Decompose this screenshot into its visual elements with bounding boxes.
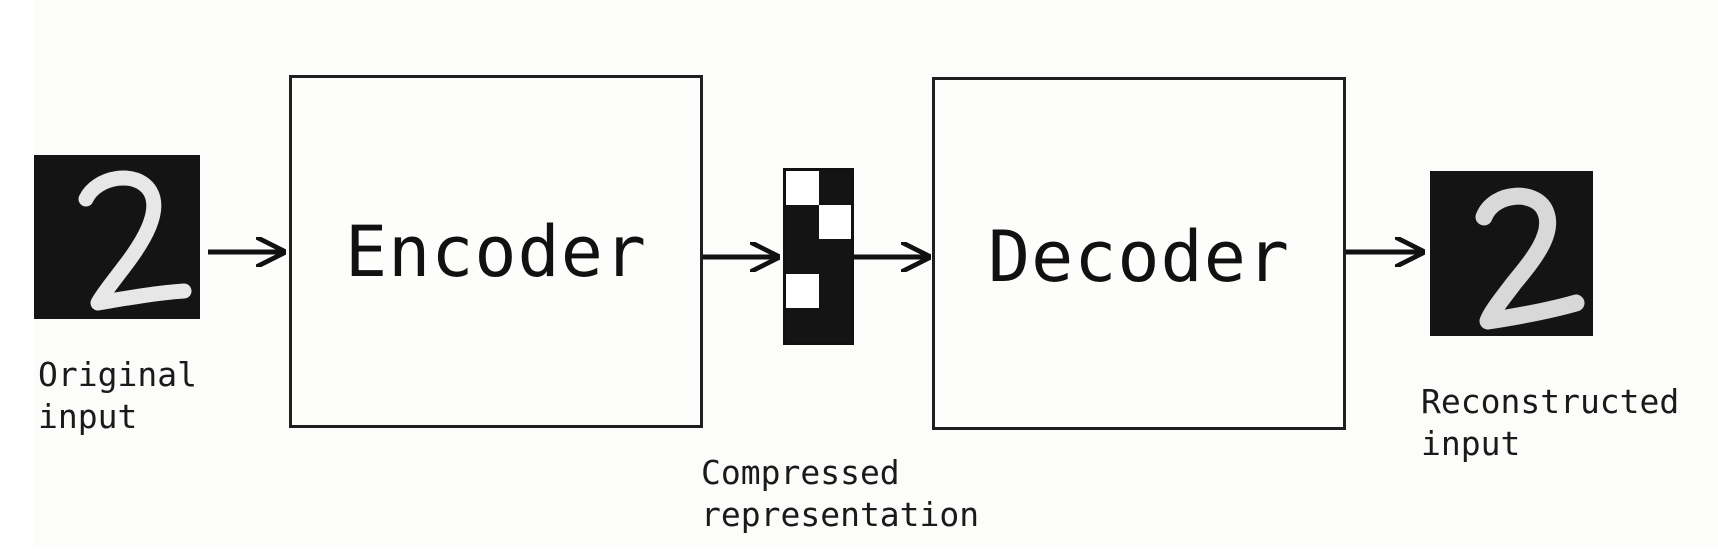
decoder-label: Decoder xyxy=(987,215,1290,298)
compressed-representation-caption: Compressed representation xyxy=(701,452,979,536)
digit-two-icon xyxy=(78,170,192,311)
original-input-caption-line-1: Original xyxy=(38,355,197,394)
reconstructed-input-caption: Reconstructed input xyxy=(1421,381,1679,465)
original-input-caption: Original input xyxy=(38,354,197,438)
encoder-label: Encoder xyxy=(344,210,647,293)
compressed-representation-grid xyxy=(783,168,854,345)
decoder-box: Decoder xyxy=(932,77,1346,430)
original-input-caption-line-2: input xyxy=(38,397,138,436)
code-cell-inactive xyxy=(818,273,851,308)
reconstructed-caption-line-2: input xyxy=(1421,424,1521,463)
original-input-image xyxy=(34,155,200,319)
code-cell-inactive xyxy=(786,205,819,240)
code-cell-inactive xyxy=(818,171,851,206)
code-cell-active xyxy=(786,171,819,206)
code-cell-active xyxy=(818,205,851,240)
compressed-caption-line-1: Compressed xyxy=(701,453,900,492)
code-cell-inactive xyxy=(818,307,851,342)
reconstructed-input-image xyxy=(1430,171,1593,336)
encoder-box: Encoder xyxy=(289,75,703,428)
digit-two-icon xyxy=(1475,187,1585,330)
code-cell-inactive xyxy=(786,307,819,342)
reconstructed-caption-line-1: Reconstructed xyxy=(1421,382,1680,421)
compressed-caption-line-2: representation xyxy=(701,495,980,534)
code-cell-active xyxy=(786,273,819,308)
code-cell-inactive xyxy=(818,239,851,274)
code-cell-inactive xyxy=(786,239,819,274)
